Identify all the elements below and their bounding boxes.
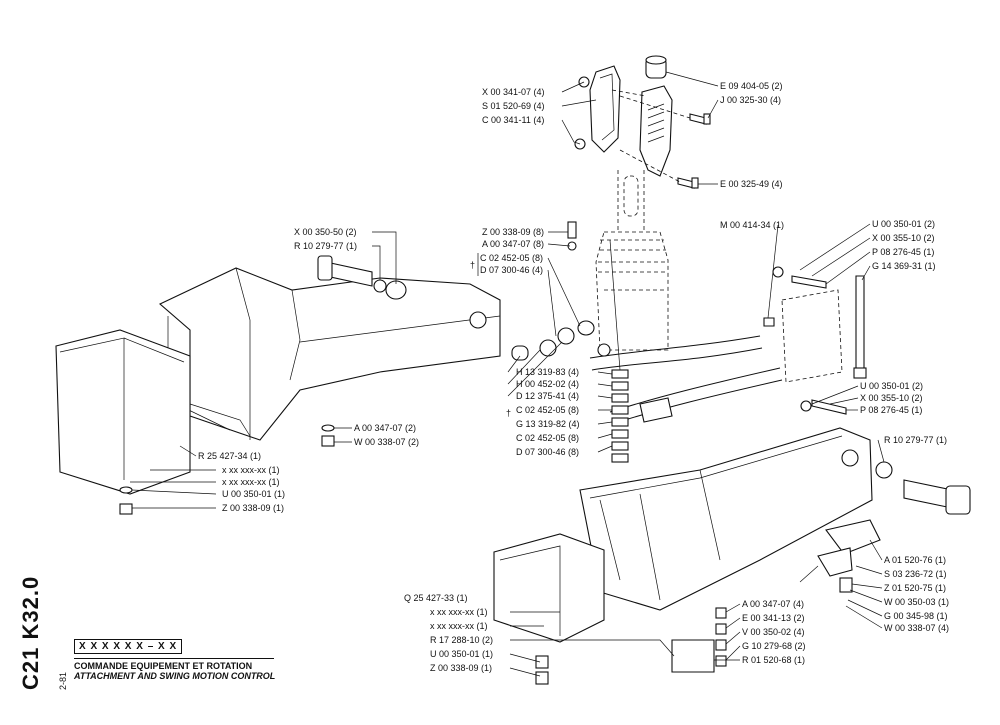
callout-label: S 03 236-72 (1) [884,569,947,579]
callout-label: X 00 355-10 (2) [872,233,935,243]
callout-label: S 01 520-69 (4) [482,101,545,111]
callout-label: G 10 279-68 (2) [742,641,806,651]
title-french: COMMANDE EQUIPEMENT ET ROTATION [74,658,274,671]
callout-label: E 09 404-05 (2) [720,81,783,91]
callout-label: U 00 350-01 (1) [222,489,285,499]
callout-label: R 25 427-34 (1) [198,451,261,461]
callout-label: x xx xxx-xx (1) [222,465,280,475]
sheet-code: C21 K32.0 [18,575,43,690]
callout-label: M 00 414-34 (1) [720,220,784,230]
callout-label: G 00 345-98 (1) [884,611,948,621]
callout-label: C 02 452-05 (8) [516,405,579,415]
callout-label: R 01 520-68 (1) [742,655,805,665]
callout-label: D 07 300-46 (8) [516,447,579,457]
callout-label: G 13 319-82 (4) [516,419,580,429]
callout-label: E 00 325-49 (4) [720,179,783,189]
callout-label: x xx xxx-xx (1) [222,477,280,487]
callout-label: V 00 350-02 (4) [742,627,805,637]
page-number: 2-81 [58,671,68,690]
part-callouts: X 00 341-07 (4) S 01 520-69 (4) C 00 341… [198,81,949,673]
callout-label: P 08 276-45 (1) [860,405,922,415]
joystick-handle-group [574,55,711,230]
callout-label: A 00 347-07 (4) [742,599,804,609]
callout-label: C 02 452-05 (8) [516,433,579,443]
callout-label: H 13 319-83 (4) [516,367,579,377]
callout-label: H 00 452-02 (4) [516,379,579,389]
leader-lines [130,71,885,677]
callout-label: R 17 288-10 (2) [430,635,493,645]
callout-label: P 08 276-45 (1) [872,247,934,257]
part-code-box: X X X X X X – X X [74,639,183,654]
callout-label: J 00 325-30 (4) [720,95,781,105]
dagger-symbol: † [470,260,475,270]
callout-label: U 00 350-01 (2) [860,381,923,391]
right-console-assembly [493,427,971,685]
callout-label: Z 01 520-75 (1) [884,583,946,593]
callout-label: D 07 300-46 (4) [480,265,543,275]
callout-label: x xx xxx-xx (1) [430,621,488,631]
callout-label: A 00 347-07 (2) [354,423,416,433]
callout-label: A 01 520-76 (1) [884,555,946,565]
title-english: ATTACHMENT AND SWING MOTION CONTROL [74,671,276,681]
callout-label: x xx xxx-xx (1) [430,607,488,617]
callout-label: W 00 338-07 (2) [354,437,419,447]
control-valve-group [589,231,783,425]
callout-label: G 14 369-31 (1) [872,261,936,271]
callout-label: X 00 355-10 (2) [860,393,923,403]
callout-label: X 00 350-50 (2) [294,227,357,237]
callout-label: U 00 350-01 (1) [430,649,493,659]
callout-label: W 00 350-03 (1) [884,597,949,607]
callout-label: U 00 350-01 (2) [872,219,935,229]
left-console-assembly [55,255,501,515]
callout-label: Z 00 338-09 (1) [430,663,492,673]
callout-label: D 12 375-41 (4) [516,391,579,401]
switch-box-group [763,266,867,415]
callout-label: R 10 279-77 (1) [294,241,357,251]
callout-label: C 02 452-05 (8) [480,253,543,263]
title-block: X X X X X X – X X COMMANDE EQUIPEMENT ET… [74,636,276,681]
callout-label: W 00 338-07 (4) [884,623,949,633]
callout-label: R 10 279-77 (1) [884,435,947,445]
callout-label: A 00 347-07 (8) [482,239,544,249]
fittings-stack [511,221,629,463]
dagger-symbol: † [506,408,511,418]
callout-label: E 00 341-13 (2) [742,613,805,623]
callout-label: X 00 341-07 (4) [482,87,545,97]
callout-label: Z 00 338-09 (8) [482,227,544,237]
callout-label: Q 25 427-33 (1) [404,593,468,603]
callout-label: Z 00 338-09 (1) [222,503,284,513]
callout-label: C 00 341-11 (4) [482,115,544,125]
